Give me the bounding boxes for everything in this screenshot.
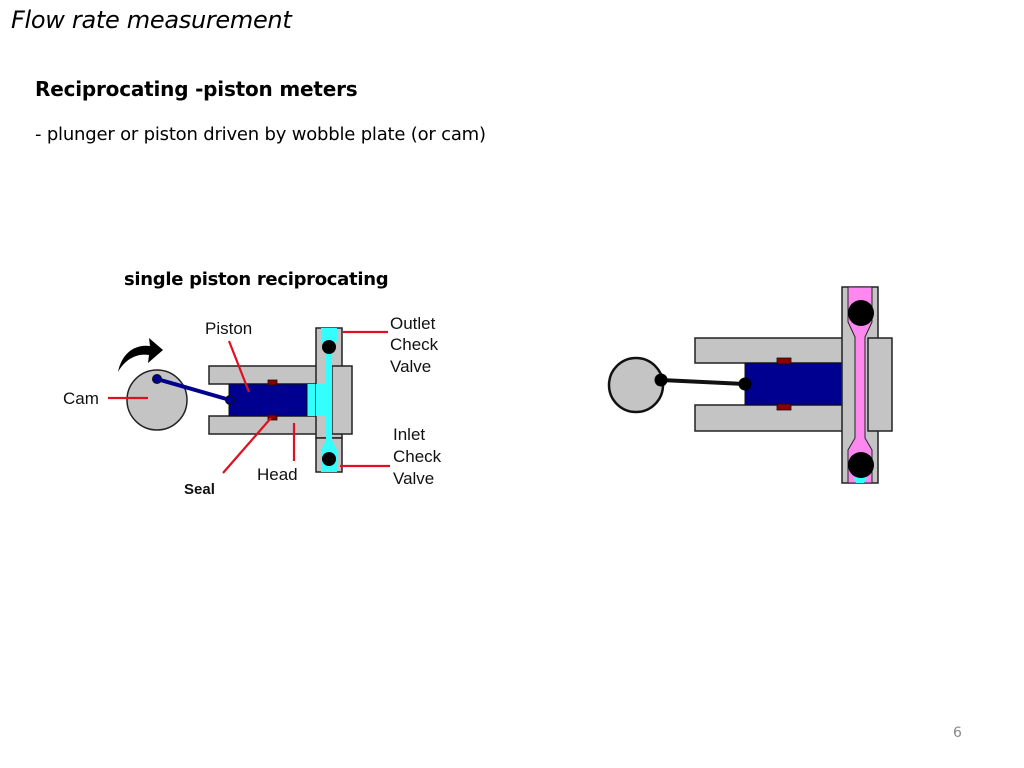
outlet-label-1: Outlet xyxy=(390,314,436,333)
head-block-right xyxy=(867,337,893,432)
seal-bottom-right xyxy=(776,403,792,411)
rod-pin-cam xyxy=(152,374,162,384)
seal-top xyxy=(267,379,278,386)
piston xyxy=(228,383,308,417)
leader-lines xyxy=(108,330,390,474)
piston-label: Piston xyxy=(205,319,252,338)
outlet-check-ball xyxy=(322,340,336,354)
cylinder-wall-top xyxy=(208,365,322,385)
rod-pin-piston xyxy=(225,395,235,405)
cam-label: Cam xyxy=(63,389,99,408)
right-diagram xyxy=(607,286,893,484)
inlet-label-2: Check xyxy=(393,447,442,466)
cam-right xyxy=(607,356,665,414)
diagram-caption: single piston reciprocating xyxy=(124,269,389,290)
inlet-check-ball-right xyxy=(848,452,874,478)
inlet-check-ball xyxy=(322,452,336,466)
left-diagram: Cam Piston Seal Head Outlet Check Valve … xyxy=(63,314,442,498)
bullet-text: - plunger or piston driven by wobble pla… xyxy=(35,124,486,145)
inlet-cyan-fluid xyxy=(853,477,867,483)
connecting-rod xyxy=(156,377,231,402)
seal-label: Seal xyxy=(184,481,215,498)
cylinder-wall-top-right xyxy=(694,337,854,364)
inlet-label-3: Valve xyxy=(393,469,434,488)
section-heading: Reciprocating -piston meters xyxy=(35,77,358,101)
piston-right xyxy=(744,362,854,406)
cylinder-wall-bottom-right xyxy=(694,404,854,432)
rod-pin-piston-right xyxy=(738,377,752,391)
outlet-label-2: Check xyxy=(390,335,439,354)
outlet-check-ball-right xyxy=(848,300,874,326)
outlet-label-3: Valve xyxy=(390,357,431,376)
rotation-arrow-icon xyxy=(118,338,163,372)
head-label: Head xyxy=(257,465,298,484)
slide-title: Flow rate measurement xyxy=(11,6,292,34)
seal-bottom xyxy=(267,414,278,421)
page-number: 6 xyxy=(953,725,962,741)
connecting-rod-right xyxy=(660,378,746,386)
rod-pin-cam-right xyxy=(654,373,668,387)
inlet-label-1: Inlet xyxy=(393,425,425,444)
valve-fluid-channel-right xyxy=(847,286,873,484)
seal-top-right xyxy=(776,357,792,365)
head-block xyxy=(331,365,353,435)
